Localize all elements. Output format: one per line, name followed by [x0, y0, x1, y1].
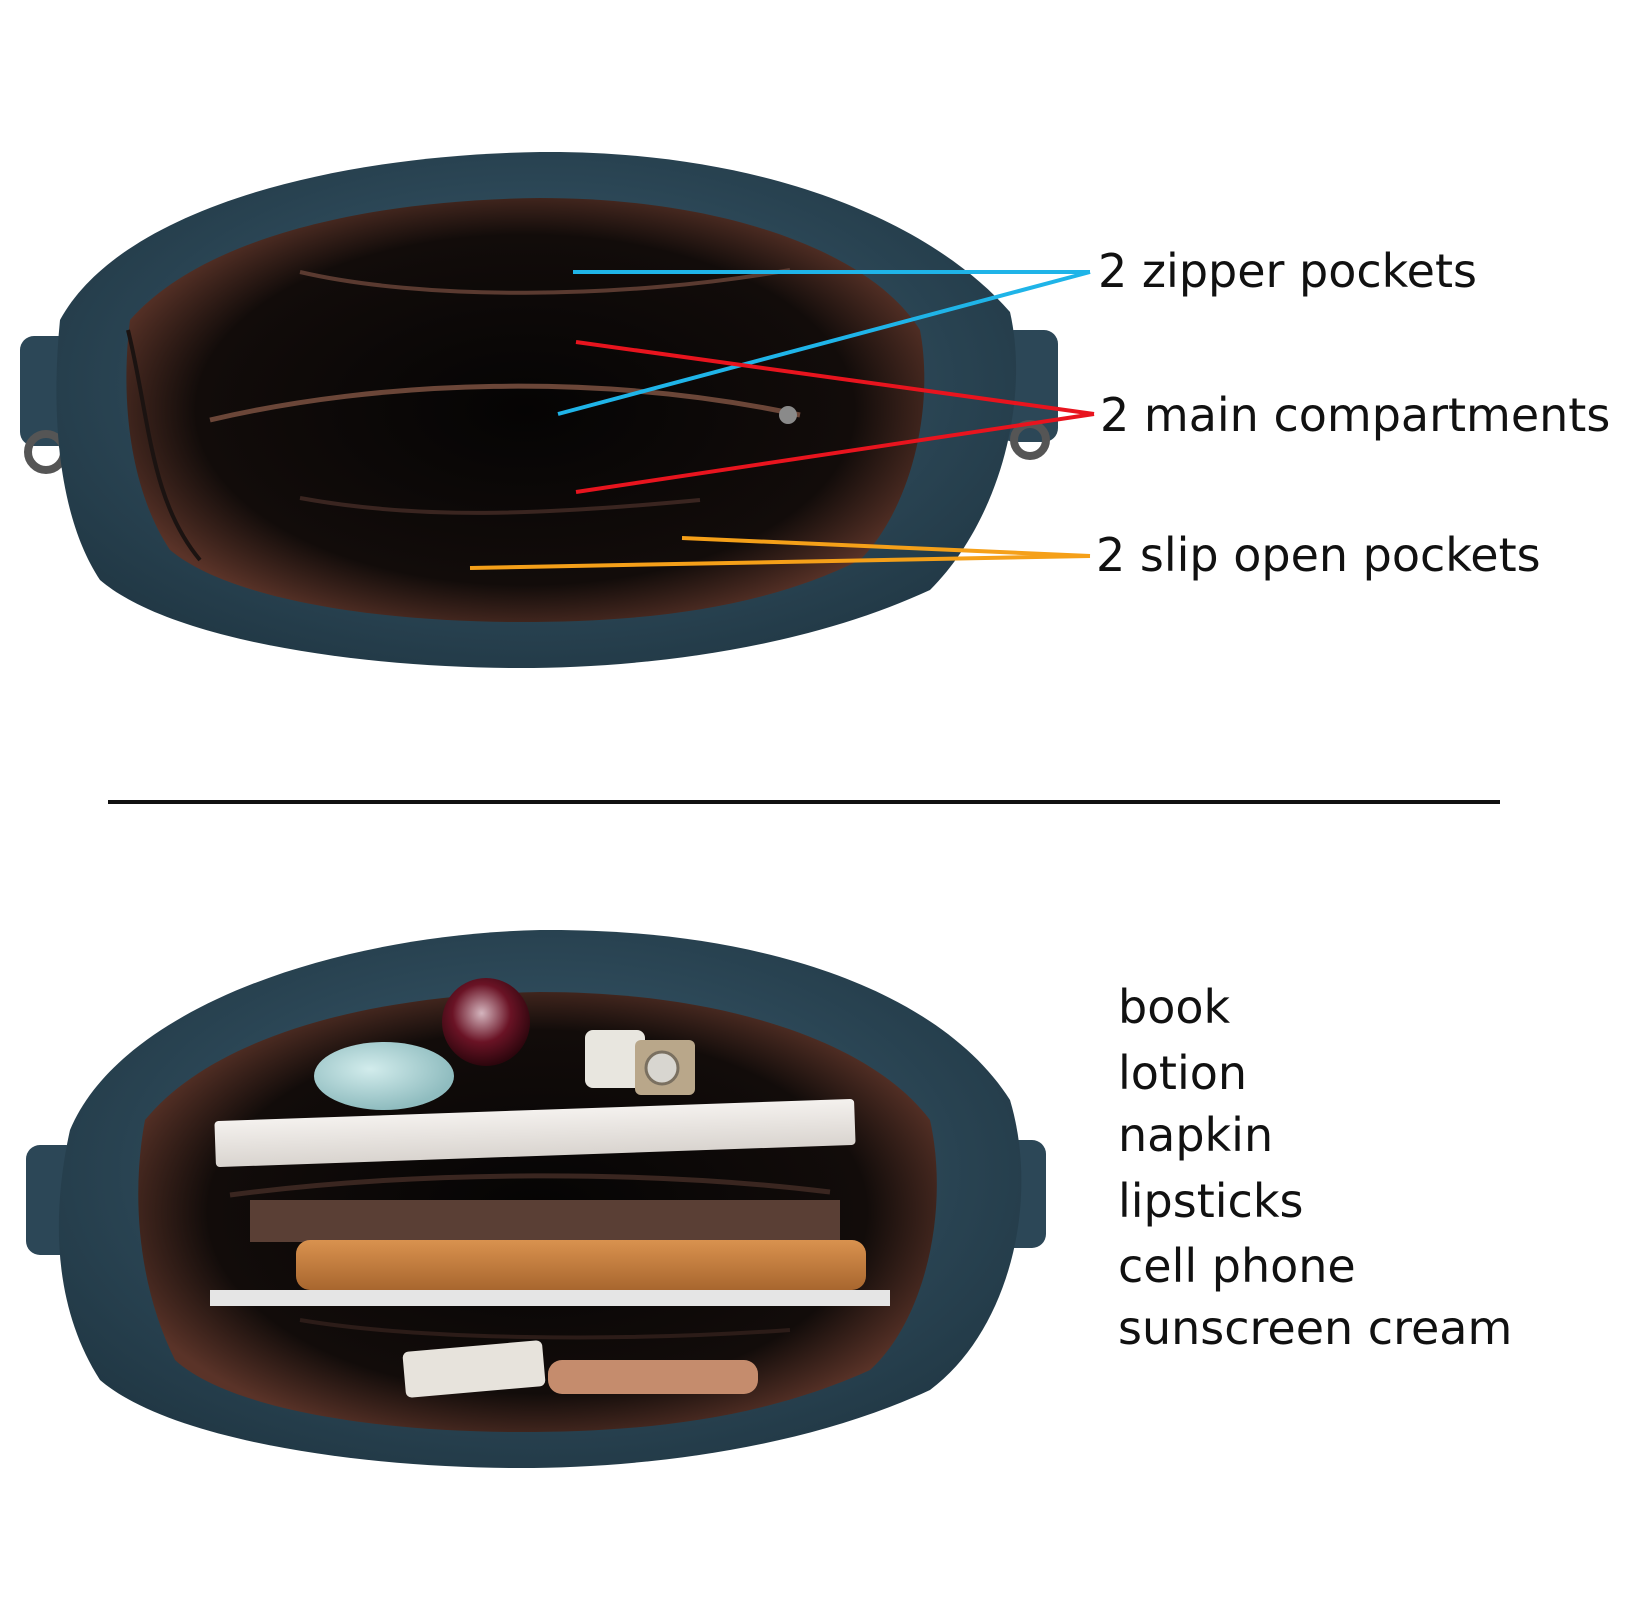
- contents-item-cell-phone: cell phone: [1118, 1239, 1356, 1293]
- compartment-line-1: [575, 340, 1095, 416]
- bottom-bag-photo: [26, 929, 1046, 1468]
- slip-line-1: [681, 536, 1091, 558]
- slip-open-pockets-label: 2 slip open pockets: [1096, 528, 1541, 582]
- top-zipper-pocket-1: [299, 268, 791, 295]
- tablet-edge: [210, 1290, 890, 1306]
- sunscreen-item: [585, 1030, 645, 1088]
- mirror-item: [548, 1360, 758, 1394]
- top-zipper-pull: [779, 406, 797, 424]
- compartment-line-2: [575, 412, 1095, 494]
- cell-phone-item: [296, 1240, 866, 1290]
- contents-item-lipsticks: lipsticks: [1118, 1174, 1304, 1228]
- main-compartments-label: 2 main compartments: [1100, 388, 1611, 442]
- contents-item-book: book: [1118, 980, 1231, 1034]
- lipstick-item: [442, 978, 530, 1066]
- contents-item-lotion: lotion: [1118, 1046, 1248, 1100]
- top-bag-lining: [126, 198, 925, 622]
- top-slip-pocket: [299, 496, 701, 515]
- book-item: [214, 1098, 856, 1168]
- plaid-wallet: [250, 1200, 840, 1242]
- bottom-zipper-pocket: [229, 1173, 831, 1198]
- top-zipper-pocket-2: [209, 383, 801, 423]
- sunscreen-dial: [644, 1050, 680, 1086]
- napkin-item: [402, 1340, 546, 1398]
- lotion-item: [314, 1042, 454, 1110]
- zipper-line-2: [557, 270, 1091, 416]
- top-zipper-seam: [126, 329, 202, 562]
- top-bag-photo: [20, 151, 1095, 668]
- bottom-zipper-seam: [299, 1318, 791, 1340]
- contents-item-sunscreen-cream: sunscreen cream: [1118, 1301, 1513, 1355]
- zipper-pockets-label: 2 zipper pockets: [1098, 244, 1477, 298]
- contents-item-napkin: napkin: [1118, 1108, 1274, 1162]
- slip-line-2: [469, 554, 1091, 570]
